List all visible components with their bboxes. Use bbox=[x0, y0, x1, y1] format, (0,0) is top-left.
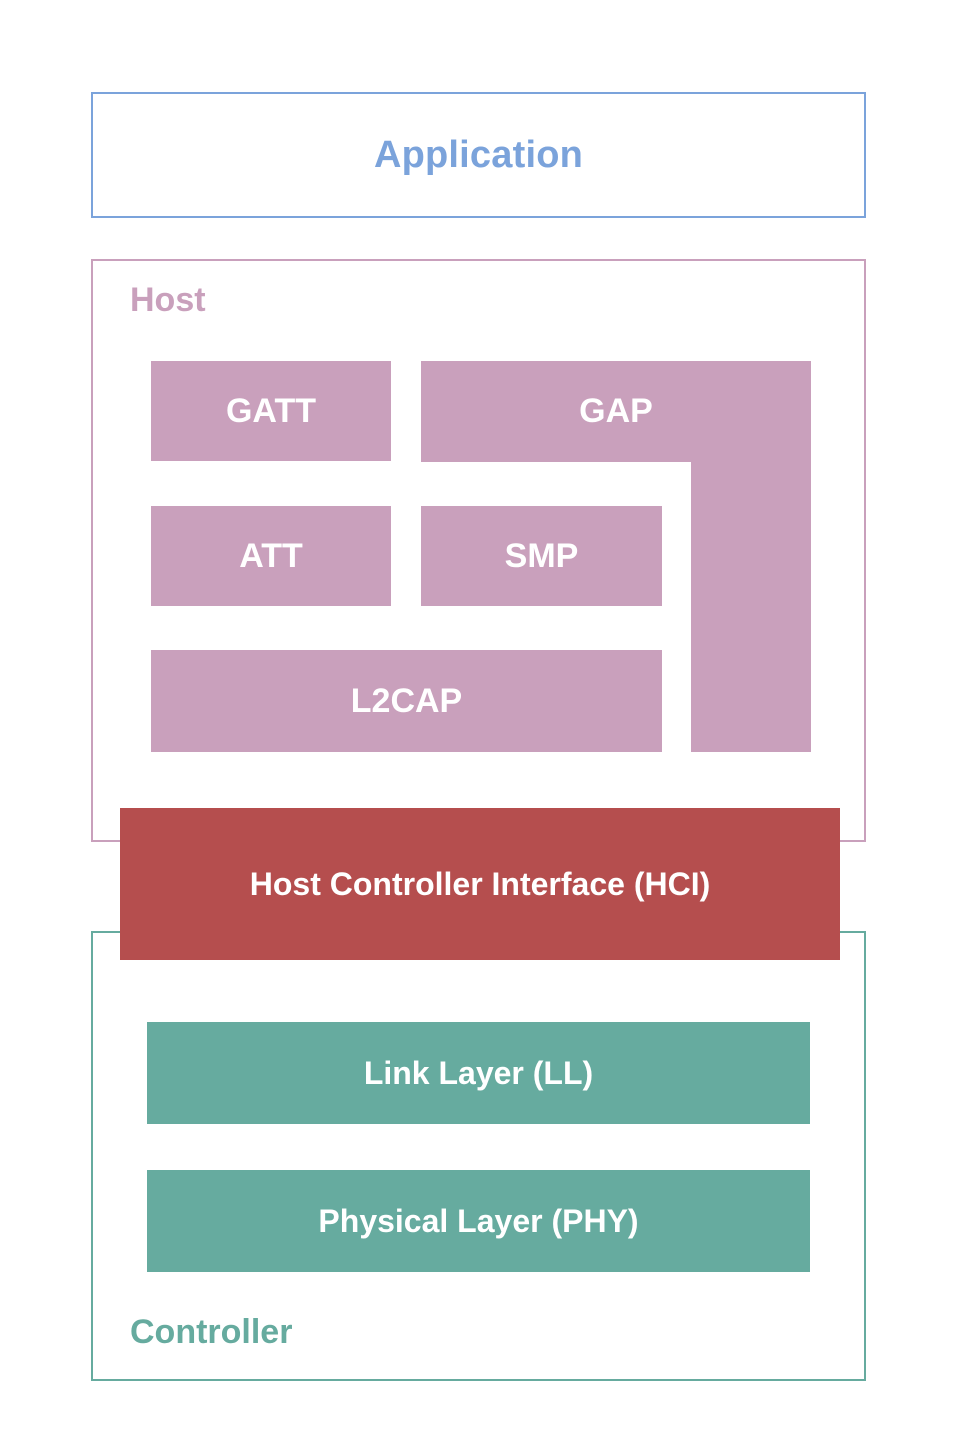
application-layer-label: Application bbox=[373, 133, 584, 176]
application-layer-box: Application bbox=[91, 92, 866, 218]
host-container-label: Host bbox=[130, 281, 206, 319]
host-block-smp: SMP bbox=[421, 506, 662, 606]
host-block-gap-column bbox=[691, 455, 811, 752]
controller-block-physical-layer: Physical Layer (PHY) bbox=[147, 1170, 810, 1272]
controller-block-link-layer: Link Layer (LL) bbox=[147, 1022, 810, 1124]
host-controller-interface-bar: Host Controller Interface (HCI) bbox=[120, 808, 840, 960]
controller-container-label: Controller bbox=[130, 1313, 293, 1351]
host-block-l2cap: L2CAP bbox=[151, 650, 662, 752]
host-block-gap: GAP bbox=[421, 361, 811, 462]
host-block-att: ATT bbox=[151, 506, 391, 606]
host-block-gatt: GATT bbox=[151, 361, 391, 461]
